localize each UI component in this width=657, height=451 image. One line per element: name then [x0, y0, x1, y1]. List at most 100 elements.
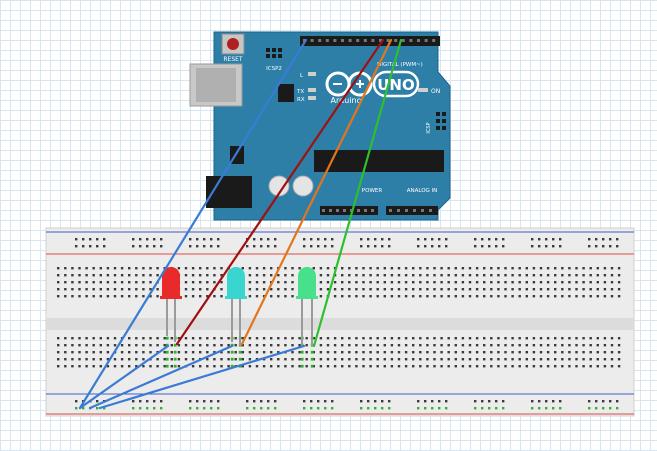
- breadboard-hole: [461, 267, 465, 270]
- breadboard-hole: [156, 365, 159, 368]
- breadboard-hole: [525, 288, 528, 291]
- breadboard-hole: [220, 358, 223, 361]
- breadboard-hole: [617, 281, 621, 284]
- breadboard-hole: [85, 274, 88, 277]
- power-header-label: POWER: [362, 188, 383, 194]
- breadboard-hole: [255, 351, 259, 354]
- breadboard-hole: [92, 288, 95, 291]
- breadboard-hole: [397, 365, 401, 368]
- breadboard-hole: [255, 295, 259, 298]
- breadboard-hole: [326, 281, 330, 284]
- breadboard-hole: [142, 358, 145, 361]
- breadboard-hole: [120, 281, 124, 284]
- breadboard-hole: [291, 288, 294, 291]
- breadboard-hole: [561, 351, 564, 354]
- header-pin: [417, 39, 420, 42]
- breadboard-hole: [504, 288, 507, 291]
- breadboard-hole: [191, 281, 195, 284]
- breadboard-hole: [369, 337, 372, 340]
- breadboard-hole: [355, 267, 358, 270]
- breadboard-hole: [504, 281, 507, 284]
- icsp-pin: [436, 112, 440, 116]
- breadboard-hole: [575, 295, 578, 298]
- ground-wire[interactable]: [78, 38, 308, 410]
- breadboard-hole: [461, 351, 465, 354]
- breadboard-hole: [270, 358, 273, 361]
- breadboard-hole: [483, 351, 486, 354]
- breadboard-hole: [156, 274, 159, 277]
- breadboard-hole: [106, 281, 110, 284]
- breadboard-hole: [305, 358, 308, 361]
- breadboard-hole: [504, 337, 507, 340]
- breadboard-hole: [355, 358, 358, 361]
- connected-hole: [173, 350, 177, 354]
- breadboard-hole: [213, 337, 216, 340]
- connected-hole: [300, 364, 304, 368]
- connected-hole: [602, 407, 605, 410]
- breadboard-hole: [426, 295, 429, 298]
- breadboard-hole: [355, 337, 358, 340]
- breadboard-hole: [362, 281, 365, 284]
- green-wire[interactable]: [312, 38, 403, 348]
- breadboard-hole: [568, 358, 571, 361]
- red-led: [160, 267, 182, 342]
- breadboard-hole: [381, 400, 384, 403]
- breadboard-hole: [220, 288, 223, 291]
- red-wire[interactable]: [175, 38, 385, 346]
- breadboard-hole: [92, 274, 95, 277]
- breadboard-hole: [511, 358, 514, 361]
- breadboard-hole: [539, 358, 543, 361]
- connected-hole: [317, 407, 320, 410]
- breadboard-hole: [525, 295, 528, 298]
- breadboard-hole: [440, 337, 443, 340]
- breadboard-hole: [518, 365, 521, 368]
- breadboard-hole: [163, 337, 166, 340]
- breadboard-hole: [546, 288, 550, 291]
- breadboard-hole: [554, 295, 557, 298]
- breadboard-hole: [488, 238, 491, 241]
- breadboard-hole: [559, 238, 562, 241]
- breadboard-hole: [106, 295, 110, 298]
- breadboard-hole: [532, 365, 536, 368]
- breadboard-hole: [341, 267, 344, 270]
- breadboard-hole: [106, 274, 110, 277]
- breadboard-hole: [262, 281, 266, 284]
- breadboard-hole: [220, 267, 223, 270]
- breadboard-hole: [504, 365, 507, 368]
- breadboard-hole: [362, 351, 365, 354]
- breadboard-hole: [490, 281, 493, 284]
- connected-hole: [616, 407, 619, 410]
- connected-hole: [165, 364, 169, 368]
- breadboard-hole: [490, 337, 493, 340]
- breadboard-hole: [319, 358, 323, 361]
- breadboard-hole: [433, 358, 436, 361]
- breadboard-hole: [539, 365, 543, 368]
- breadboard-hole: [511, 274, 514, 277]
- breadboard-hole: [196, 245, 199, 248]
- breadboard-hole: [191, 351, 195, 354]
- breadboard-hole: [561, 267, 564, 270]
- breadboard-hole: [99, 281, 102, 284]
- breadboard-hole: [220, 351, 223, 354]
- breadboard-hole: [92, 344, 95, 347]
- breadboard-hole: [78, 344, 81, 347]
- breadboard-hole: [319, 267, 323, 270]
- icsp2-pin: [278, 54, 282, 58]
- ground-jumper[interactable]: [78, 344, 306, 410]
- analog-header: [386, 206, 438, 215]
- breadboard-hole: [447, 267, 450, 270]
- breadboard-hole: [348, 274, 351, 277]
- breadboard-hole: [135, 274, 138, 277]
- breadboard-hole: [474, 245, 477, 248]
- breadboard-hole: [617, 274, 621, 277]
- breadboard-hole: [603, 351, 607, 354]
- breadboard-hole: [546, 281, 550, 284]
- breadboard-hole: [241, 337, 244, 340]
- orange-wire[interactable]: [240, 38, 393, 346]
- breadboard-hole: [291, 365, 294, 368]
- breadboard-hole: [588, 245, 591, 248]
- breadboard-hole: [369, 358, 372, 361]
- breadboard-hole: [433, 288, 436, 291]
- breadboard-hole: [312, 351, 315, 354]
- breadboard-hole: [596, 281, 599, 284]
